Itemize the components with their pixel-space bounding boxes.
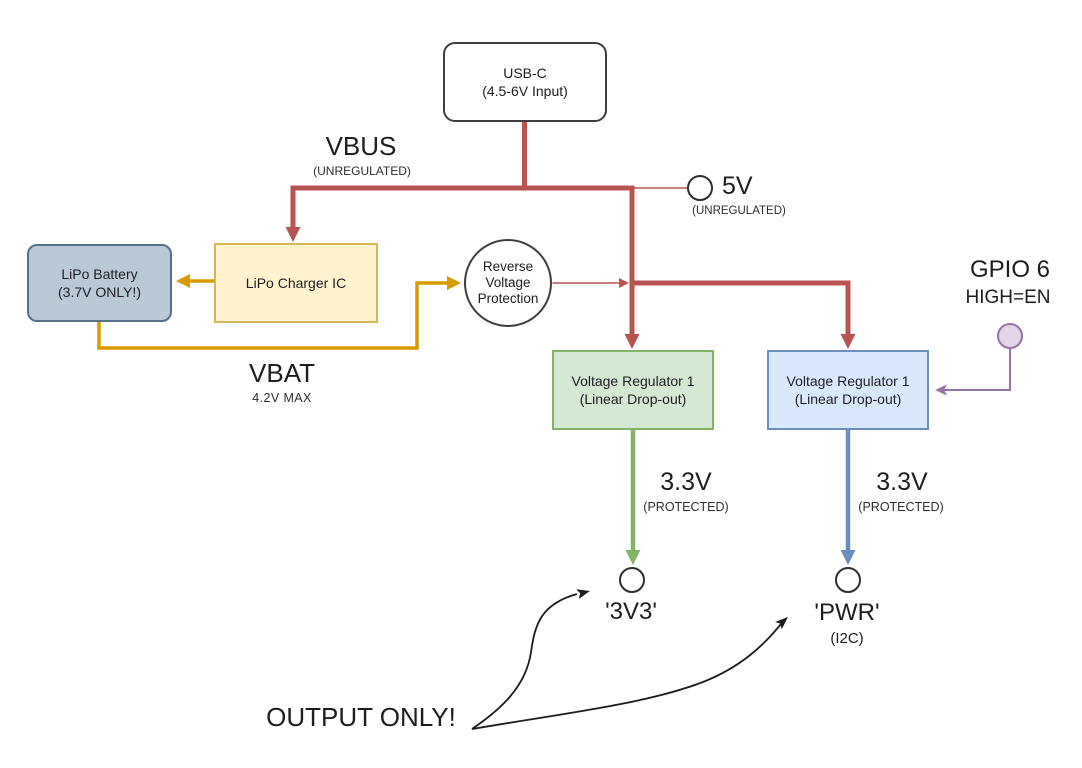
out3v3-note: (PROTECTED) (643, 500, 729, 514)
arrowhead-into-regulator2 (840, 334, 856, 349)
regulator1-subtitle: (Linear Drop-out) (579, 391, 687, 407)
arrowhead-annotation-3v3 (576, 589, 590, 599)
rvp-line1: Reverse (482, 259, 534, 275)
gpio-enable-connector (935, 349, 1011, 396)
usbc-title: USB-C (503, 64, 547, 81)
arrowhead-into-rvp (447, 276, 461, 290)
charge-connector (176, 274, 214, 288)
port-pwr-bus-label: (I2C) (830, 630, 864, 647)
vbus-connector (285, 122, 856, 349)
regulator1-title: Voltage Regulator 1 (571, 372, 695, 389)
port-5v-node (687, 175, 713, 201)
warning-arrow-pwr (471, 617, 788, 730)
vbat-note: 4.2V MAX (252, 391, 312, 405)
battery-subtitle: (3.7V ONLY!) (58, 284, 141, 300)
arrowhead-into-3v3 (625, 550, 641, 565)
port-pwr-node (835, 567, 861, 593)
rvp-line3: Protection (477, 290, 539, 306)
out3v3-voltage-label: 3.3V (660, 468, 712, 496)
port-3v3-label: '3V3' (605, 598, 657, 625)
lipo-charger-box: LiPo Charger IC (214, 243, 378, 323)
port-pwr-label: 'PWR' (814, 599, 880, 626)
arrowhead-into-regulator1 (624, 334, 640, 349)
outpwr-note: (PROTECTED) (858, 500, 944, 514)
reverse-voltage-protection-node: Reverse Voltage Protection (464, 239, 552, 327)
regulator2-output-connector (840, 430, 856, 565)
arrowhead-into-regulator2-en (935, 384, 947, 396)
usbc-input-box: USB-C (4.5-6V Input) (443, 42, 607, 122)
port-3v3-node (619, 567, 645, 593)
regulator2-subtitle: (Linear Drop-out) (794, 391, 902, 407)
usbc-subtitle: (4.5-6V Input) (482, 83, 568, 99)
vbat-connector (97, 276, 461, 350)
rvp-output-connector (552, 278, 629, 288)
arrowhead-annotation-pwr (774, 617, 788, 630)
vbus-note: (UNREGULATED) (313, 164, 411, 178)
gpio-label: GPIO 6 (969, 256, 1051, 283)
gpio-pin-node (997, 323, 1023, 349)
arrowhead-into-battery (176, 274, 190, 288)
warning-arrow-3v3 (471, 589, 590, 730)
arrowhead-into-pwr (840, 550, 856, 565)
regulator1-output-connector (625, 430, 641, 565)
gpio-note: HIGH=EN (965, 287, 1051, 308)
warning-label: OUTPUT ONLY! (266, 702, 456, 732)
lipo-battery-box: LiPo Battery (3.7V ONLY!) (27, 244, 172, 322)
vbat-label: VBAT (249, 358, 315, 388)
rail5v-label: 5V (722, 172, 753, 200)
arrowhead-into-charger (285, 227, 301, 242)
regulator2-title: Voltage Regulator 1 (786, 372, 910, 389)
rvp-line2: Voltage (485, 275, 531, 291)
vbus-label: VBUS (325, 131, 397, 161)
arrowhead-junction (619, 278, 629, 288)
voltage-regulator-2-box: Voltage Regulator 1 (Linear Drop-out) (767, 350, 929, 430)
rail5v-note: (UNREGULATED) (692, 205, 786, 217)
charger-title: LiPo Charger IC (245, 274, 347, 291)
voltage-regulator-1-box: Voltage Regulator 1 (Linear Drop-out) (552, 350, 714, 430)
outpwr-voltage-label: 3.3V (876, 468, 928, 496)
battery-title: LiPo Battery (61, 265, 138, 282)
